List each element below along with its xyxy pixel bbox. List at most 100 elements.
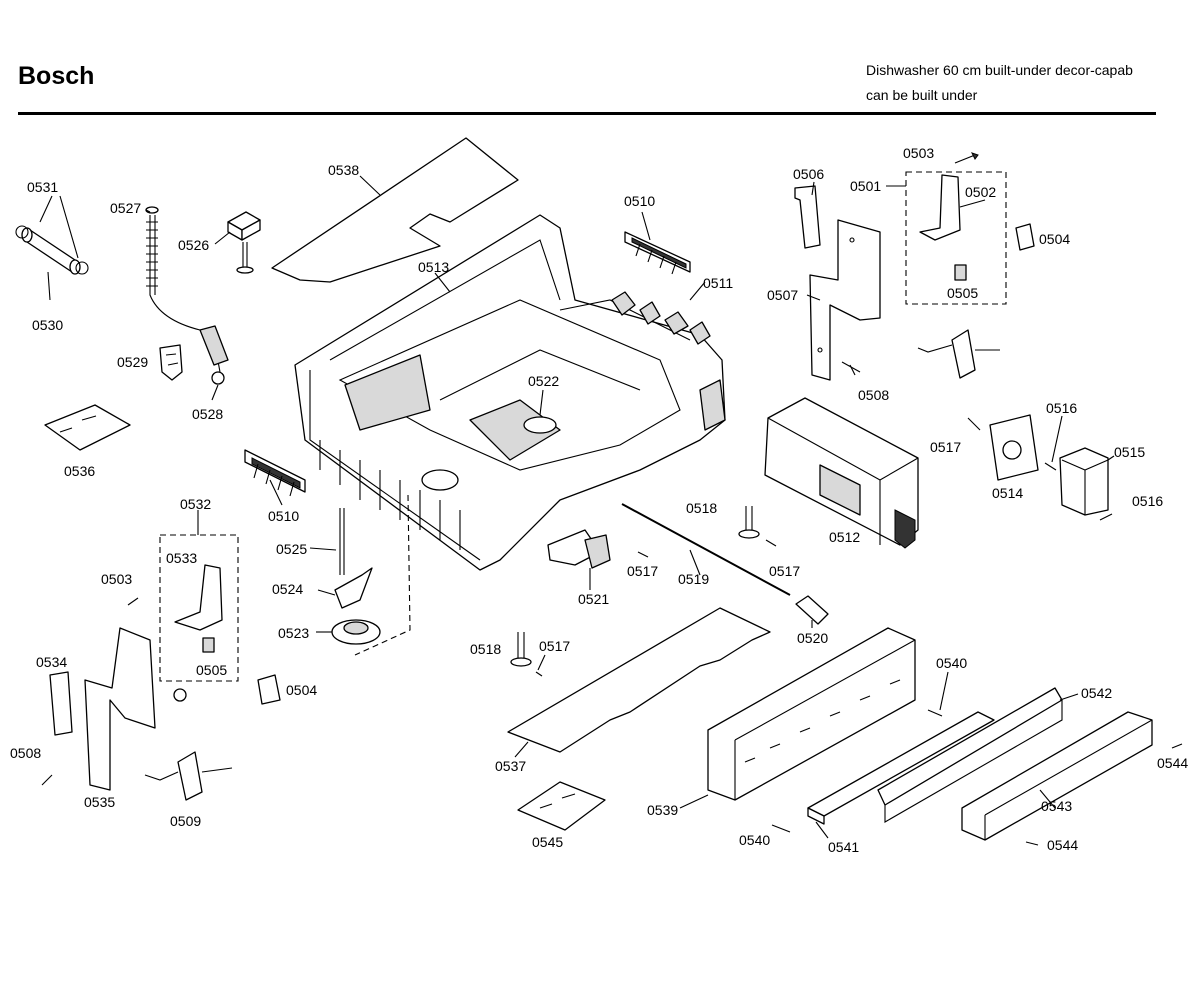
label-0543: 0543 xyxy=(1041,798,1072,814)
part-0525-shaft xyxy=(339,508,345,575)
brand-name: Bosch xyxy=(18,62,95,90)
part-0514-pressure-switch-housing xyxy=(989,414,1039,481)
label-0536: 0536 xyxy=(64,463,95,479)
header-divider xyxy=(18,112,1156,115)
part-0504-cap-top xyxy=(1015,223,1035,251)
part-0515-cover-cap xyxy=(1059,447,1109,516)
label-0522: 0522 xyxy=(528,373,559,389)
label-0502: 0502 xyxy=(965,184,996,200)
label-0512: 0512 xyxy=(829,529,860,545)
part-0510-hook-strip-top xyxy=(624,231,691,275)
label-0514: 0514 xyxy=(992,485,1023,501)
model-description-line-2: can be built under xyxy=(866,87,978,103)
part-0505-spring-clip-left xyxy=(202,637,215,653)
part-0524-bracket xyxy=(334,567,373,609)
part-0520-sensor-plug xyxy=(795,595,829,625)
part-0521-inlet-valve xyxy=(547,529,611,569)
label-0501: 0501 xyxy=(850,178,881,194)
part-0512-control-module xyxy=(764,397,919,549)
screws-misc xyxy=(41,417,1183,846)
label-0538: 0538 xyxy=(328,162,359,178)
part-hinge-unit-top xyxy=(917,329,1000,379)
part-0519-rod xyxy=(621,503,791,596)
label-0517-d: 0517 xyxy=(539,638,570,654)
label-0541: 0541 xyxy=(828,839,859,855)
label-0533: 0533 xyxy=(166,550,197,566)
label-0508-top: 0508 xyxy=(858,387,889,403)
label-0537: 0537 xyxy=(495,758,526,774)
part-0541-strip xyxy=(807,711,995,825)
label-0545: 0545 xyxy=(532,834,563,850)
part-0527-drain-hose-spring xyxy=(145,206,229,385)
label-0508-left: 0508 xyxy=(10,745,41,761)
part-0536-small-parts-bag xyxy=(44,404,131,451)
label-0516-b: 0516 xyxy=(1132,493,1163,509)
label-0526: 0526 xyxy=(178,237,209,253)
part-0523-pump-impeller xyxy=(331,619,381,645)
leader-lines xyxy=(39,175,1115,839)
label-0505-left: 0505 xyxy=(196,662,227,678)
label-0544-b: 0544 xyxy=(1047,837,1078,853)
label-0520: 0520 xyxy=(797,630,828,646)
label-0509: 0509 xyxy=(170,813,201,829)
part-0513-base-tub xyxy=(294,214,726,571)
kit-0532-boundary xyxy=(159,534,239,682)
part-labels: 0531 0527 0526 0538 0513 0510 0511 0506 … xyxy=(10,145,1188,855)
label-0521: 0521 xyxy=(578,591,609,607)
part-0543-tray xyxy=(961,711,1153,841)
label-0523: 0523 xyxy=(278,625,309,641)
label-0524: 0524 xyxy=(272,581,303,597)
label-0544-a: 0544 xyxy=(1157,755,1188,771)
label-0504-left: 0504 xyxy=(286,682,317,698)
part-0510-hook-strip-bottom xyxy=(244,449,306,497)
label-0518-b: 0518 xyxy=(470,641,501,657)
part-0535-mounting-bracket xyxy=(84,627,156,791)
part-0534-bracket-cover xyxy=(49,671,73,736)
part-0506-bracket-cover xyxy=(794,185,821,249)
label-0534: 0534 xyxy=(36,654,67,670)
part-0537-base-plate xyxy=(507,607,771,753)
part-0545-small-parts-bag xyxy=(517,781,606,831)
label-0505-top: 0505 xyxy=(947,285,978,301)
part-0530-connector-hose xyxy=(15,225,89,275)
label-0511: 0511 xyxy=(703,275,733,291)
part-0526-screw-block xyxy=(227,211,261,274)
label-0529: 0529 xyxy=(117,354,148,370)
label-0531: 0531 xyxy=(27,179,58,195)
label-0510-bottom: 0510 xyxy=(268,508,299,524)
label-0510-top: 0510 xyxy=(624,193,655,209)
label-0527: 0527 xyxy=(110,200,141,216)
part-0505-spring-clip-top xyxy=(954,264,967,281)
part-0509-hinge-unit xyxy=(144,688,233,801)
label-0518-a: 0518 xyxy=(686,500,717,516)
label-0504-top: 0504 xyxy=(1039,231,1070,247)
label-0513: 0513 xyxy=(418,259,449,275)
part-0503-screw-top xyxy=(954,152,979,164)
label-0517-c: 0517 xyxy=(769,563,800,579)
label-0503-top: 0503 xyxy=(903,145,934,161)
label-0519: 0519 xyxy=(678,571,709,587)
leader-tub-to-0523 xyxy=(354,494,411,656)
label-0542: 0542 xyxy=(1081,685,1112,701)
part-0518-screw xyxy=(510,506,760,667)
label-0503-left: 0503 xyxy=(101,571,132,587)
part-0507-mounting-bracket xyxy=(809,219,881,381)
kit-0501-boundary xyxy=(905,171,1007,305)
label-0515: 0515 xyxy=(1114,444,1145,460)
label-0540-a: 0540 xyxy=(936,655,967,671)
label-0540-b: 0540 xyxy=(739,832,770,848)
part-0533-hinge-bracket xyxy=(174,564,223,631)
label-0507: 0507 xyxy=(767,287,798,303)
part-0539-plinth xyxy=(707,627,916,801)
label-0525: 0525 xyxy=(276,541,307,557)
part-0542-front-panel xyxy=(877,687,1063,823)
label-0539: 0539 xyxy=(647,802,678,818)
part-0538-insulation-panel xyxy=(271,137,519,283)
label-0517-b: 0517 xyxy=(627,563,658,579)
label-0535: 0535 xyxy=(84,794,115,810)
part-0502-hinge-bracket xyxy=(919,174,961,241)
label-0517-a: 0517 xyxy=(930,439,961,455)
label-0530: 0530 xyxy=(32,317,63,333)
label-0528: 0528 xyxy=(192,406,223,422)
